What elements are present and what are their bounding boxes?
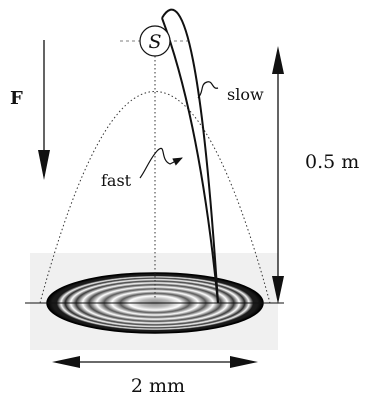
- force-label: F: [10, 88, 23, 109]
- width-arrow-right: [230, 356, 258, 368]
- width-label: 2 mm: [131, 375, 185, 397]
- height-arrow-top: [272, 46, 284, 74]
- width-arrow-left: [52, 356, 80, 368]
- fast-leader: [139, 147, 183, 179]
- source-circle: [139, 25, 171, 57]
- force-arrow-head: [38, 150, 50, 180]
- fast-label: fast: [101, 171, 132, 190]
- fast-trajectory: [161, 17, 219, 304]
- slow-label: slow: [227, 85, 264, 104]
- slow-trajectory: [161, 8, 219, 304]
- height-arrow-bottom: [272, 276, 284, 304]
- source-label: S: [148, 31, 161, 53]
- height-label: 0.5 m: [305, 151, 359, 173]
- slow-leader: [197, 81, 219, 99]
